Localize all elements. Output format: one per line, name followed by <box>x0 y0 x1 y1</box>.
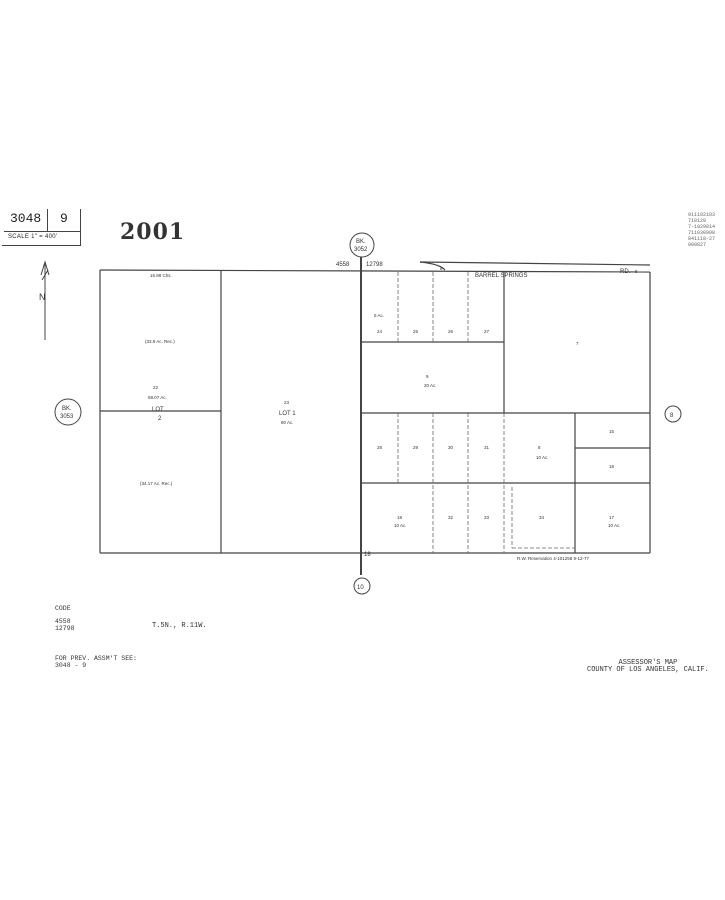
parcel-number: 34 <box>539 515 545 520</box>
prev-label: FOR PREV. ASSM'T SEE: <box>55 655 137 662</box>
map-top-boundary <box>99 269 651 273</box>
adjacent-book-left <box>54 398 82 426</box>
assessor-line-2: COUNTY OF LOS ANGELES, CALIF. <box>587 666 709 674</box>
reservation-note: R.W. Reservation 4-101258 9-12-77 <box>517 556 590 561</box>
code-value: 12798 <box>55 625 75 632</box>
code-value: 4558 <box>55 618 71 625</box>
stamp-line: 710129 <box>688 218 707 224</box>
parcel-number: 32 <box>448 515 454 520</box>
svg-text:3052: 3052 <box>354 247 368 253</box>
map-year: 2001 <box>120 219 186 245</box>
parcel-number: 18 <box>609 464 615 469</box>
parcel-number: 27 <box>484 329 490 334</box>
scale-label: SCALE 1" = 400' <box>8 234 58 240</box>
road-suffix: RD. <box>620 269 631 275</box>
svg-text:10 Ac.: 10 Ac. <box>536 455 549 460</box>
township-range: T.5N., R.11W. <box>152 622 207 630</box>
lot-1-label: LOT 1 <box>279 411 296 417</box>
parcel-number: 29 <box>413 445 419 450</box>
stamp-line: 000827 <box>688 242 707 248</box>
road-curve <box>419 261 446 271</box>
assessor-title: ASSESSOR'S MAP COUNTY OF LOS ANGELES, CA… <box>587 660 709 674</box>
book-box-divider <box>47 209 48 231</box>
stamp-line: 711030908 <box>688 230 716 236</box>
previous-assessment-note: FOR PREV. ASSM'T SEE: 3048 - 9 <box>55 655 137 669</box>
parcel-number: 26 <box>448 329 454 334</box>
stamp-line: 911102103 <box>688 212 716 218</box>
svg-text:8: 8 <box>440 266 443 271</box>
parcel-number: 17 <box>609 515 615 520</box>
svg-text:2: 2 <box>158 416 162 422</box>
stamp-line: 841118-27 <box>688 236 716 242</box>
code-label: 4558 <box>336 262 350 268</box>
code-label: 12798 <box>366 262 383 268</box>
stamp-line: 7-1029814 <box>688 224 716 230</box>
parcel-number: 28 <box>377 445 383 450</box>
svg-text:10 Ac.: 10 Ac. <box>608 523 621 528</box>
adjacent-book-bottom <box>353 577 371 595</box>
lot-2-label: LOT <box>152 407 164 413</box>
svg-text:(33.9 Ac. Rec.): (33.9 Ac. Rec.) <box>145 339 175 344</box>
adjacent-book-right <box>664 405 682 423</box>
parcel-number: 19 <box>397 515 403 520</box>
svg-text:16.88 Chs.: 16.88 Chs. <box>150 273 172 278</box>
parcel-number: 22 <box>153 385 159 390</box>
north-arrow-icon <box>40 260 50 340</box>
svg-text:BK.: BK. <box>62 406 72 412</box>
road-north-edge <box>419 261 651 266</box>
parcel-number: 8 <box>538 445 541 450</box>
parcel-number: 24 <box>377 329 383 334</box>
parcel-number: 31 <box>484 445 490 450</box>
code-heading: CODE <box>55 605 71 612</box>
north-label: N <box>39 292 46 302</box>
parcel-number: 9 <box>426 374 429 379</box>
book-box-rule <box>4 231 80 232</box>
svg-text:BK.: BK. <box>356 239 366 245</box>
svg-text:20 Ac.: 20 Ac. <box>424 383 437 388</box>
svg-text:8: 8 <box>670 413 674 419</box>
svg-text:(34.17 Ac. Rec.): (34.17 Ac. Rec.) <box>140 481 173 486</box>
parcel-number: 25 <box>413 329 419 334</box>
parcel-number: 30 <box>448 445 454 450</box>
svg-text:5 Ac.: 5 Ac. <box>374 313 384 318</box>
parcel-number: 7 <box>576 341 579 346</box>
svg-text:10 Ac.: 10 Ac. <box>394 523 407 528</box>
svg-text:8: 8 <box>635 269 638 274</box>
book-number: 3048 <box>10 211 42 226</box>
parcel-number: 23 <box>284 400 290 405</box>
book-page-box: 3048 9 SCALE 1" = 400' <box>2 209 81 246</box>
parcel-number: 33 <box>484 515 490 520</box>
revision-stamps: 911102103 710129 7-1029814 711030908 841… <box>688 212 715 248</box>
svg-text:3053: 3053 <box>60 414 74 420</box>
assessor-line-1: ASSESSOR'S MAP <box>618 659 678 667</box>
prev-ref: 3048 - 9 <box>55 662 87 669</box>
svg-text:68.07 Ac.: 68.07 Ac. <box>148 395 167 400</box>
svg-text:80 Ac.: 80 Ac. <box>281 420 294 425</box>
road-name: BARREL SPRINGS <box>475 273 527 279</box>
page-number: 9 <box>60 211 68 226</box>
svg-text:18: 18 <box>364 552 371 558</box>
parcel-number: 15 <box>609 429 615 434</box>
adjacent-book-top <box>349 232 375 258</box>
code-block: CODE 4558 12798 <box>55 605 75 632</box>
svg-text:10: 10 <box>357 585 364 591</box>
